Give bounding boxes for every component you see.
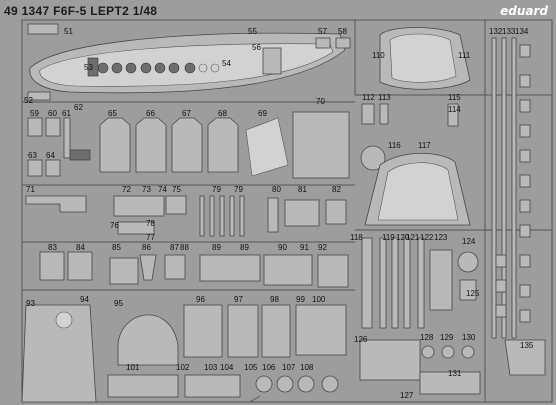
part-56 xyxy=(262,47,282,75)
part-number-label: 113 xyxy=(378,93,391,102)
part-number-label: 67 xyxy=(182,109,191,118)
part-number-label: 81 xyxy=(298,185,307,194)
part-number-label: 55 xyxy=(248,27,257,36)
part-number-label: 61 xyxy=(62,109,71,118)
part-number-label: 87 xyxy=(170,243,179,252)
part-number-label: 99 xyxy=(296,295,305,304)
part-number-label: 125 xyxy=(466,289,480,298)
part-number-label: 72 xyxy=(122,185,131,194)
part-number-label: 108 xyxy=(300,363,314,372)
part-number-label: 88 xyxy=(180,243,189,252)
part-number-label: 119 xyxy=(382,233,395,242)
part-number-label: 56 xyxy=(252,43,261,52)
part-number-label: 52 xyxy=(24,96,33,105)
part-number-label: 75 xyxy=(172,185,181,194)
part-number-label: 110 xyxy=(372,51,385,60)
part-number-label: 132 xyxy=(489,27,503,36)
gauge-row xyxy=(97,62,220,74)
part-number-label: 59 xyxy=(30,109,39,118)
part-number-label: 133 xyxy=(502,27,516,36)
part-number-label: 58 xyxy=(338,27,347,36)
part-number-label: 95 xyxy=(114,299,123,308)
part-number-label: 101 xyxy=(126,363,140,372)
rod-group xyxy=(199,195,245,237)
part-number-label: 57 xyxy=(318,27,327,36)
part-number-label: 65 xyxy=(108,109,117,118)
part-number-label: 79 xyxy=(234,185,243,194)
part-number-label: 84 xyxy=(76,243,85,252)
part-number-label: 91 xyxy=(300,243,309,252)
part-number-label: 118 xyxy=(350,233,363,242)
part-number-label: 128 xyxy=(420,333,434,342)
part-number-label: 96 xyxy=(196,295,205,304)
part-number-label: 89 xyxy=(240,243,249,252)
part-number-label: 74 xyxy=(158,185,167,194)
part-number-label: 120 xyxy=(396,233,410,242)
part-number-label: 111 xyxy=(458,51,471,60)
part-number-label: 126 xyxy=(354,335,368,344)
part-number-label: 107 xyxy=(282,363,296,372)
part-number-label: 123 xyxy=(434,233,448,242)
part-93 xyxy=(21,304,97,403)
part-number-label: 71 xyxy=(26,185,35,194)
part-number-label: 112 xyxy=(362,93,375,102)
part-number-label: 86 xyxy=(142,243,151,252)
part-number-label: 51 xyxy=(64,27,73,36)
part-number-label: 62 xyxy=(74,103,83,112)
part-number-label: 92 xyxy=(318,243,327,252)
part-number-label: 90 xyxy=(278,243,287,252)
part-number-label: 129 xyxy=(440,333,454,342)
part-number-label: 135 xyxy=(520,341,534,350)
part-number-label: 66 xyxy=(146,109,155,118)
fret-border xyxy=(21,19,553,403)
part-number-label: 77 xyxy=(146,233,155,242)
part-number-label: 82 xyxy=(332,185,341,194)
part-number-label: 68 xyxy=(218,109,227,118)
part-number-label: 100 xyxy=(312,295,326,304)
part-number-label: 102 xyxy=(176,363,190,372)
part-number-label: 115 xyxy=(448,93,461,102)
part-number-label: 69 xyxy=(258,109,267,118)
part-number-label: 79 xyxy=(212,185,221,194)
part-number-label: 70 xyxy=(316,97,325,106)
part-number-label: 130 xyxy=(462,333,476,342)
part-number-label: 83 xyxy=(48,243,57,252)
part-number-label: 64 xyxy=(46,151,55,160)
panel-group xyxy=(99,117,239,173)
part-number-label: 76 xyxy=(110,221,119,230)
part-number-label: 54 xyxy=(222,59,231,68)
part-number-label: 78 xyxy=(146,219,155,228)
part-number-label: 98 xyxy=(270,295,279,304)
part-70 xyxy=(292,111,350,179)
part-number-label: 94 xyxy=(80,295,89,304)
brand-logo: eduard xyxy=(500,4,548,18)
part-number-label: 104 xyxy=(220,363,234,372)
part-number-label: 80 xyxy=(272,185,281,194)
part-number-label: 63 xyxy=(28,151,37,160)
part-number-label: 122 xyxy=(420,233,434,242)
fret-title: 49 1347 F6F-5 LEPT2 1/48 xyxy=(4,4,158,18)
part-number-label: 60 xyxy=(48,109,57,118)
part-number-label: 105 xyxy=(244,363,258,372)
part-number-label: 114 xyxy=(448,105,461,114)
part-number-label: 134 xyxy=(515,27,529,36)
part-number-label: 93 xyxy=(26,299,35,308)
part-number-label: 103 xyxy=(204,363,218,372)
part-number-label: 89 xyxy=(212,243,221,252)
part-number-label: 85 xyxy=(112,243,121,252)
part-number-label: 127 xyxy=(400,391,414,400)
part-number-label: 97 xyxy=(234,295,243,304)
part-number-label: 73 xyxy=(142,185,151,194)
part-number-label: 124 xyxy=(462,237,476,246)
part-number-label: 116 xyxy=(388,141,401,150)
part-number-label: 121 xyxy=(406,233,420,242)
right-tabs xyxy=(495,44,531,323)
part-number-label: 117 xyxy=(418,141,431,150)
part-number-label: 131 xyxy=(448,369,462,378)
part-number-label: 53 xyxy=(84,63,93,72)
part-number-label: 106 xyxy=(262,363,276,372)
